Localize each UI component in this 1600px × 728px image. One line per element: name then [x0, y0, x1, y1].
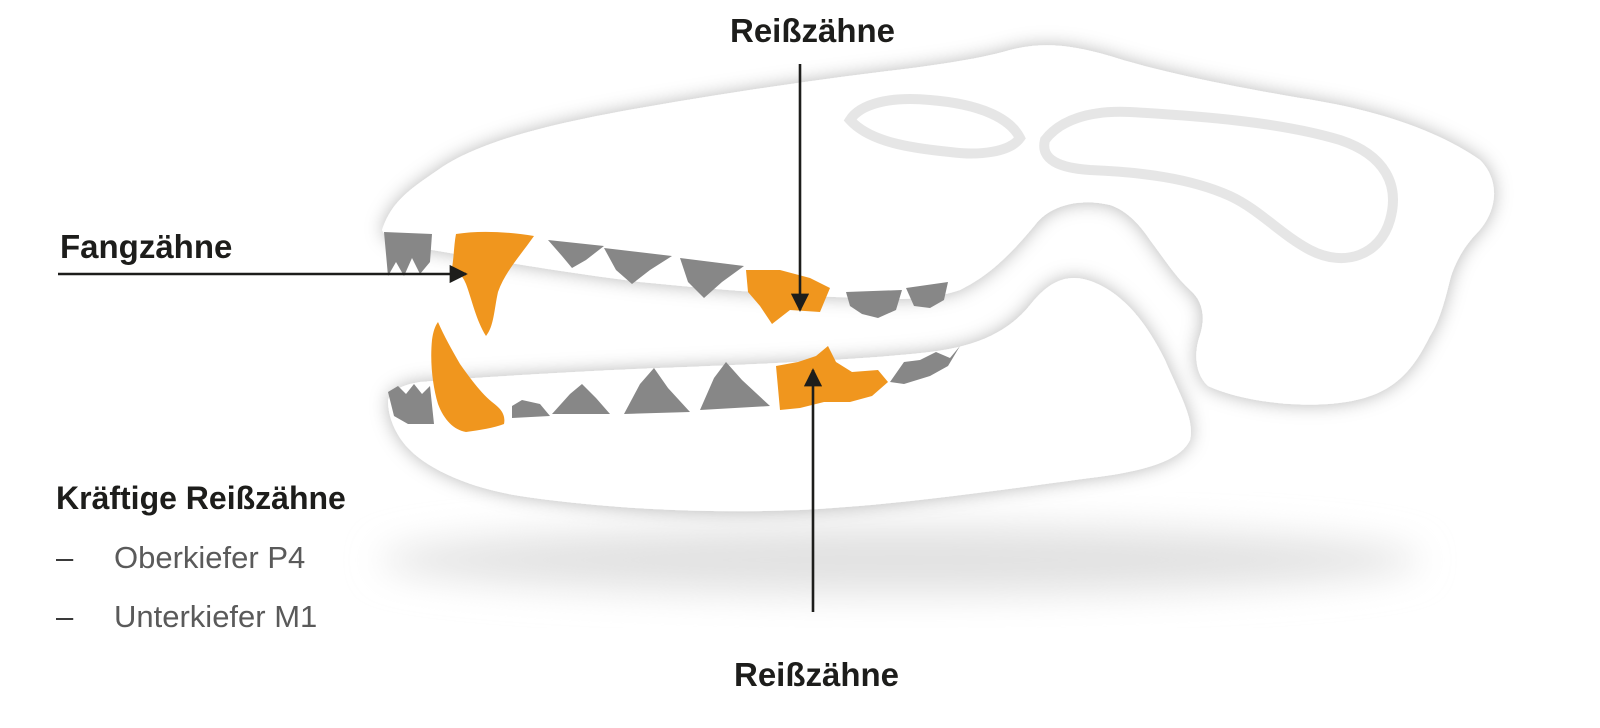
upper-premolar-1: [548, 240, 604, 268]
label-canines: Fangzähne: [60, 228, 233, 265]
lower-premolar-2: [552, 384, 610, 414]
upper-premolar-2: [604, 248, 672, 284]
upper-canine: [452, 231, 534, 336]
legend-item: – Oberkiefer P4: [56, 542, 346, 573]
ground-shadow: [380, 526, 1420, 594]
pointer-arrows: [58, 64, 823, 612]
legend-title: Kräftige Reißzähne: [56, 480, 346, 516]
upper-incisors: [384, 232, 432, 276]
lower-premolar-1: [512, 400, 550, 418]
lower-molar-2: [890, 346, 960, 384]
legend-item: – Unterkiefer M1: [56, 601, 346, 632]
upper-molar-1: [846, 290, 902, 318]
lower-premolar-3: [624, 368, 690, 414]
lower-canine: [431, 322, 505, 432]
legend-bullet: –: [56, 599, 74, 634]
upper-premolar-3: [680, 258, 744, 298]
legend-list: – Oberkiefer P4 – Unterkiefer M1: [56, 542, 346, 632]
legend-item-text: Unterkiefer M1: [114, 599, 318, 634]
legend-item-text: Oberkiefer P4: [114, 540, 306, 575]
highlighted-teeth: [431, 231, 888, 432]
lower-incisors: [388, 384, 434, 424]
label-carnassial-upper: Reißzähne: [730, 12, 896, 49]
eye-socket: [1039, 106, 1398, 263]
lower-carnassial-m1: [776, 346, 888, 410]
upper-molar-2: [906, 282, 948, 308]
label-carnassial-lower: Reißzähne: [734, 656, 900, 693]
nasal-opening: [843, 94, 1026, 159]
lower-premolar-4: [700, 362, 770, 410]
legend: Kräftige Reißzähne – Oberkiefer P4 – Unt…: [56, 482, 346, 632]
legend-bullet: –: [56, 540, 74, 575]
grey-teeth: [384, 232, 960, 424]
